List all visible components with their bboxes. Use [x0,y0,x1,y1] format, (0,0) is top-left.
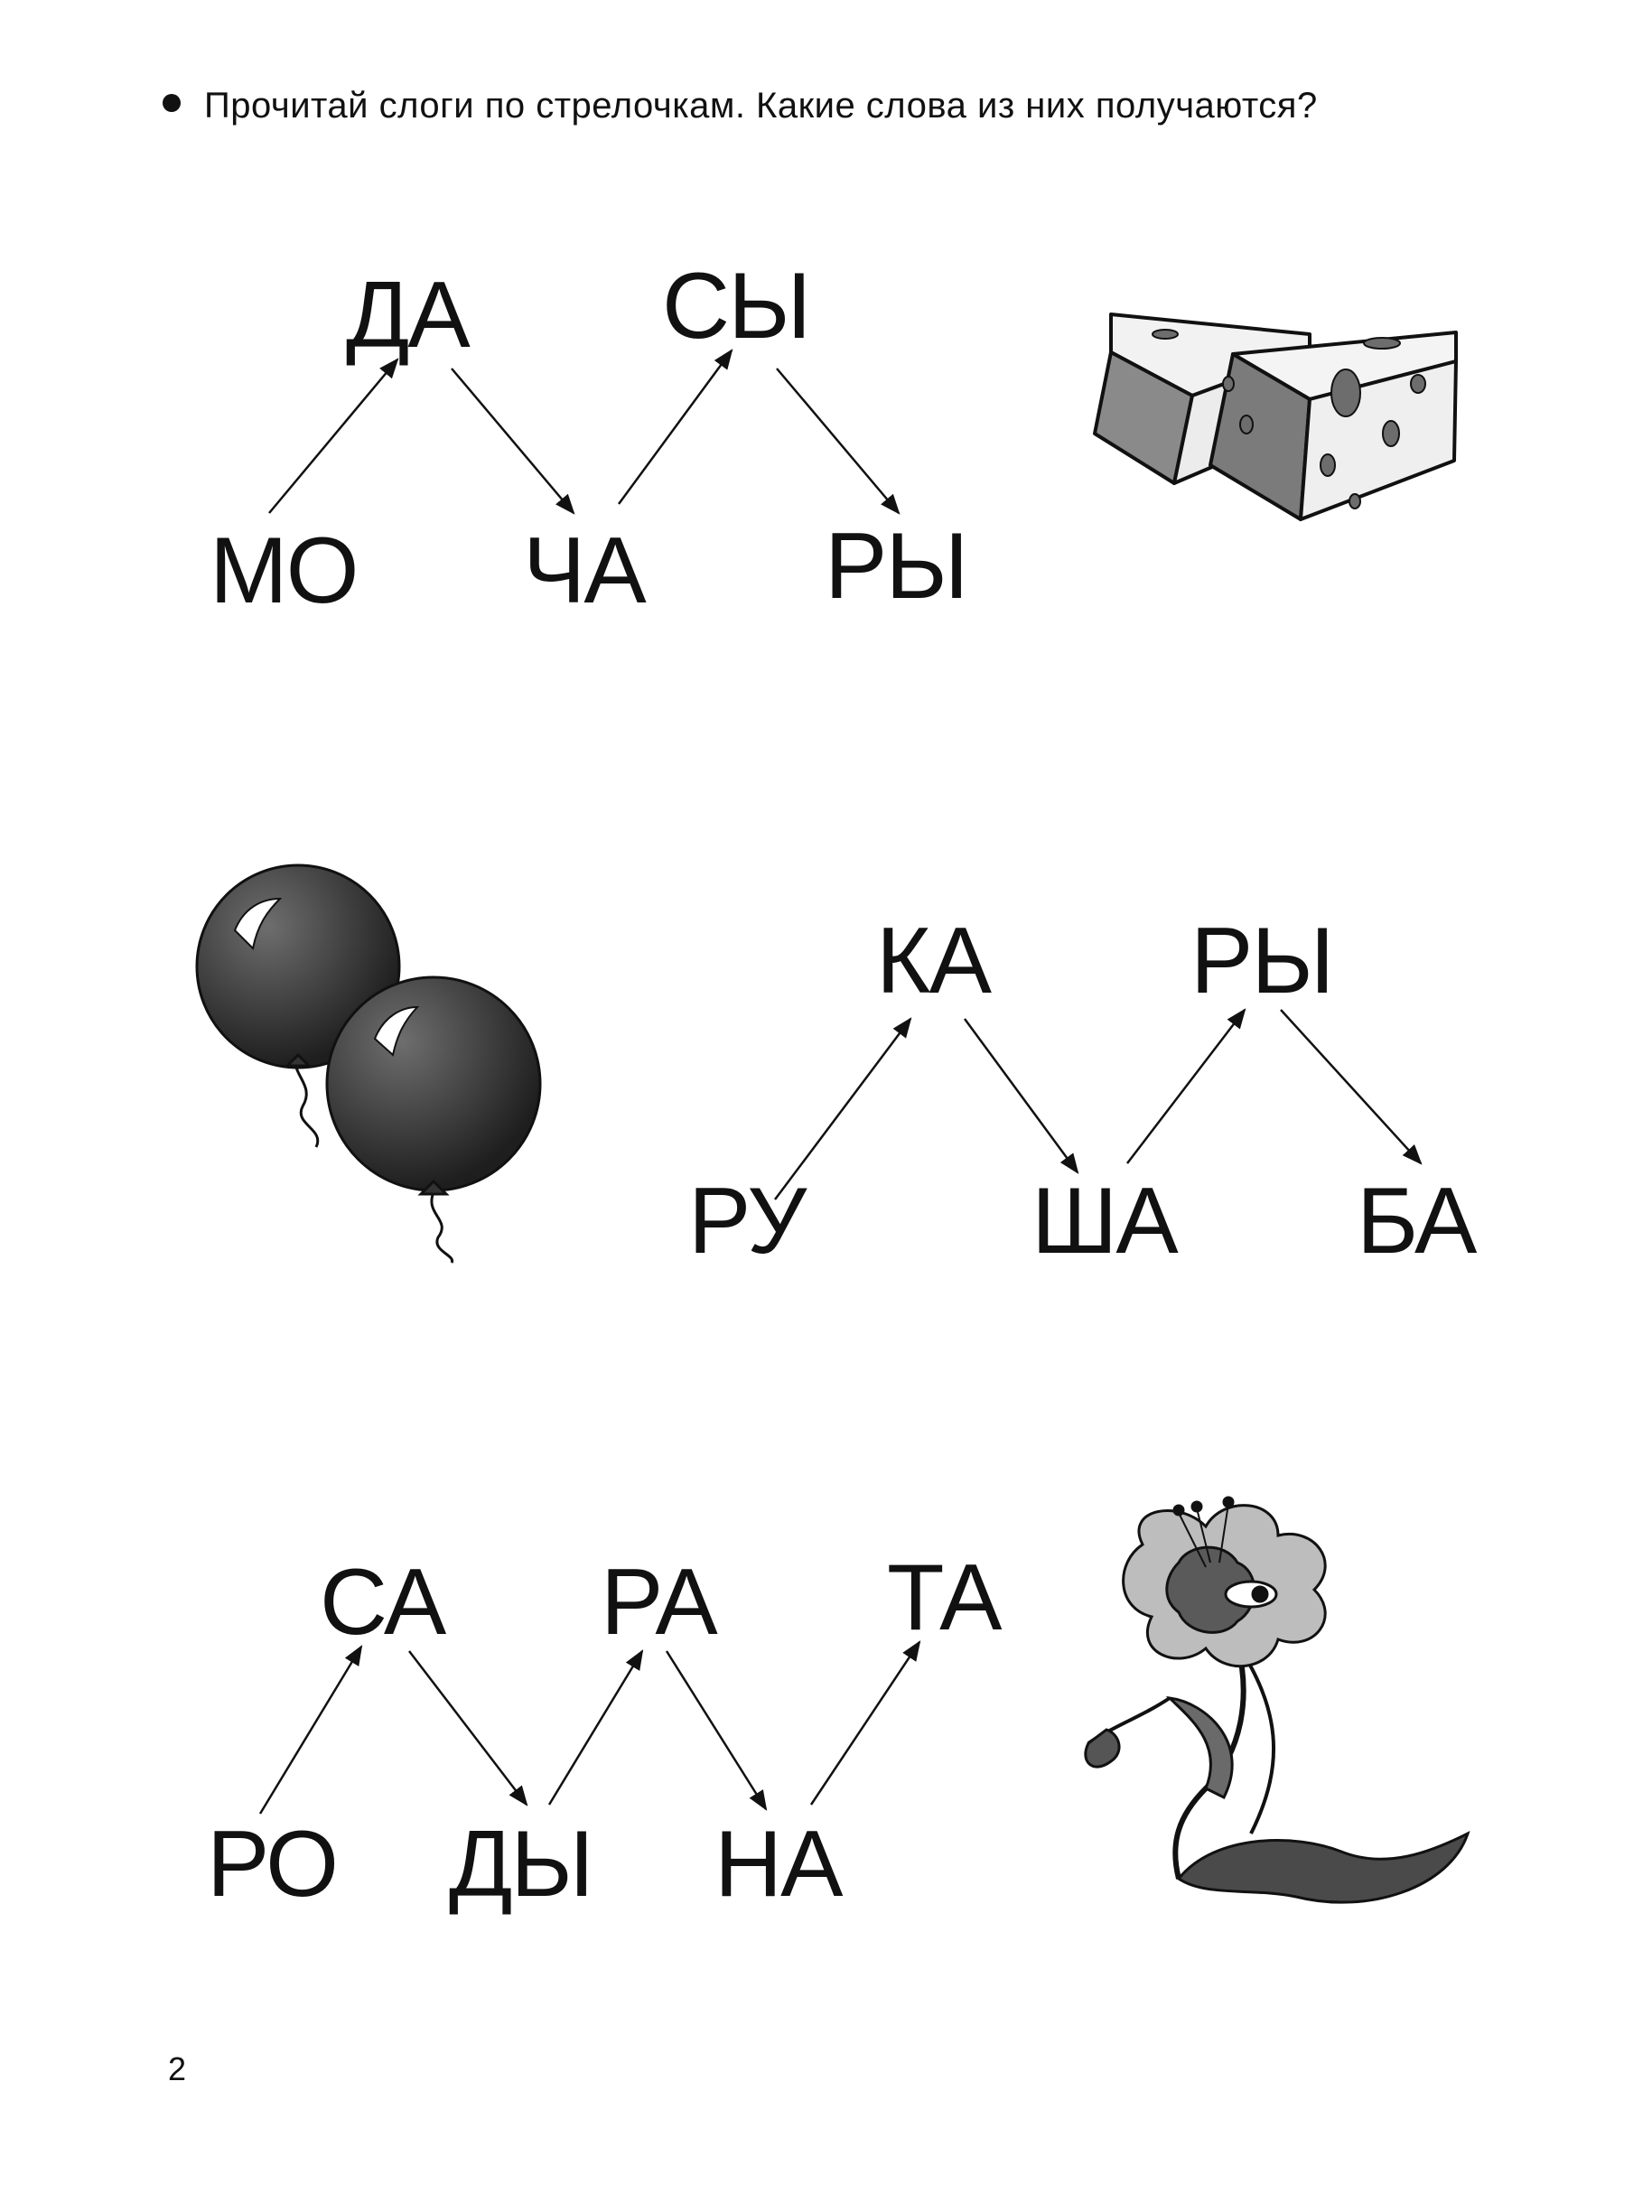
syllable-row1-bottom-3: РЫ [825,514,968,619]
syllable-row3-top-1: СА [320,1550,446,1655]
arrow-row3-5 [809,1640,921,1806]
page-number: 2 [168,2050,187,2087]
arrow-row3-1 [258,1645,363,1815]
syllable-row1-top-1: ДА [346,263,471,368]
arrow-row3-3 [547,1649,644,1806]
instruction-text: Прочитай слоги по стрелочкам. Какие слов… [204,86,1318,126]
flower-illustration [1084,1496,1470,1904]
syllable-row2-bottom-3: БА [1357,1169,1477,1274]
syllable-row2-top-1: КА [876,909,992,1013]
cheese-illustration [1093,313,1458,521]
syllable-row3-bottom-3: НА [714,1812,843,1917]
arrow-row2-2 [963,1018,1079,1174]
syllable-row2-top-2: РЫ [1190,909,1334,1013]
syllable-row1-top-2: СЫ [662,254,811,359]
syllable-row1-bottom-2: ЧА [523,518,647,623]
balloons-illustration [195,863,542,1264]
arrow-row2-4 [1280,1009,1423,1165]
syllable-row3-bottom-2: ДЫ [449,1812,593,1917]
syllable-row2-bottom-2: ША [1031,1169,1179,1274]
syllable-row3-top-2: РА [601,1550,718,1655]
arrow-row3-2 [408,1650,528,1806]
instruction: Прочитай слоги по стрелочкам. Какие слов… [163,86,1318,126]
arrow-row3-4 [665,1650,768,1811]
arrow-row2-3 [1126,1008,1246,1164]
arrow-row2-1 [774,1017,912,1200]
bullet-icon [163,94,181,112]
arrow-row1-1 [268,358,399,514]
syllable-row1-bottom-1: МО [210,518,359,623]
arrow-row1-3 [617,349,733,505]
syllable-row2-bottom-1: РУ [688,1169,807,1274]
syllable-row3-top-3: ТА [887,1545,1002,1650]
arrow-row1-4 [776,368,901,515]
syllable-row3-bottom-1: РО [207,1812,339,1917]
arrow-row1-2 [451,368,575,515]
